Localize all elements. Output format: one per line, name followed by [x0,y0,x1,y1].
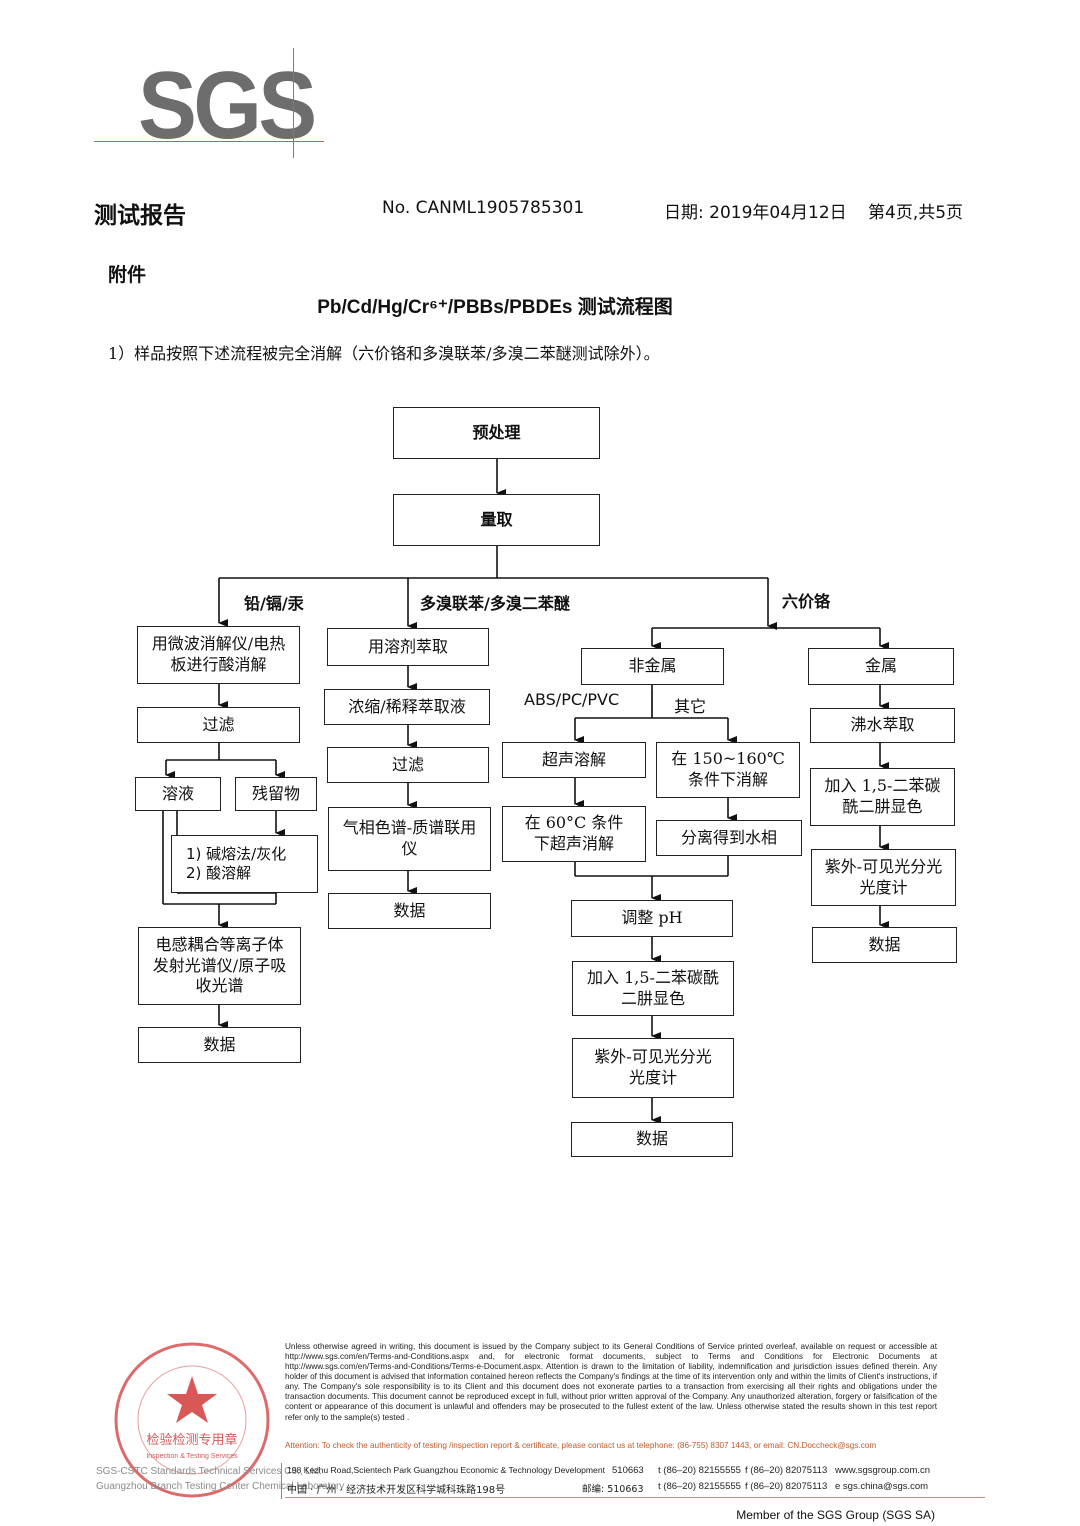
sgs-member-line: Member of the SGS Group (SGS SA) [736,1508,935,1522]
tel-cn: t (86–20) 82155555 [658,1481,741,1492]
solution-box: 溶液 [135,777,221,811]
ultrasonic-dissolve-box: 超声溶解 [502,742,646,778]
measure-box: 量取 [393,494,600,546]
footer-rule [285,1497,985,1498]
filter-box-middle: 过滤 [327,747,489,783]
adjust-ph-box: 调整 pH [571,900,733,937]
residue-method-box: 1) 碱熔法/灰化 2) 酸溶解 [171,835,318,893]
concentrate-box: 浓缩/稀释萃取液 [324,689,490,725]
address-en: 198 Kezhu Road,Scientech Park Guangzhou … [287,1465,607,1475]
data-box-middle: 数据 [328,893,491,929]
address-cn: 中国 · 广州 · 经济技术开发区科学城科珠路198号 [287,1485,506,1496]
boil-extract-box: 沸水萃取 [810,708,955,743]
report-date: 日期: 2019年04月12日 [664,203,847,223]
sgs-logo: SGS [138,52,317,159]
branch-label-pb-cd-hg: 铅/镉/汞 [244,594,304,613]
report-title: 测试报告 [94,203,186,229]
star-icon [167,1376,217,1423]
filter-box-left: 过滤 [137,707,300,743]
authenticity-notice: Attention: To check the authenticity of … [285,1441,877,1450]
residue-method-2: 2) 酸溶解 [186,864,252,882]
add-dpc-metal-box: 加入 1,5-二苯碳酰二肼显色 [810,768,955,826]
pretreatment-box: 预处理 [393,407,600,459]
data-box-metal: 数据 [812,927,957,963]
terms-fineprint: Unless otherwise agreed in writing, this… [285,1342,937,1422]
svg-text:检验检测专用章: 检验检测专用章 [146,1432,237,1448]
annex-label: 附件 [108,264,147,286]
page-indicator: 第4页,共5页 [868,203,964,223]
residue-box: 残留物 [235,777,317,811]
logo-rule-vertical [293,48,294,158]
website: www.sgsgroup.com.cn [835,1465,931,1476]
email: e sgs.china@sgs.com [835,1481,929,1492]
metal-box: 金属 [808,648,954,685]
data-box-left: 数据 [138,1027,301,1063]
ultrasonic-60-box: 在 60°C 条件下超声消解 [502,806,646,862]
company-seal: 检验检测专用章 Inspection & Testing Services [114,1342,270,1498]
sgs-cstc-name: SGS-CSTC Standards Technical Services Co… [96,1466,345,1492]
digest-150-box: 在 150~160℃条件下消解 [656,742,800,798]
postcode-en: 510663 [612,1465,644,1476]
postcode-cn: 邮编: 510663 [582,1484,644,1495]
intro-text: 1）样品按照下述流程被完全消解（六价铬和多溴联苯/多溴二苯醚测试除外）。 [108,344,660,363]
nonmetal-box: 非金属 [581,648,724,685]
branch-label-pbb-pbde: 多溴联苯/多溴二苯醚 [420,594,570,613]
tel-en: t (86–20) 82155555 [658,1465,741,1476]
residue-method-1: 1) 碱熔法/灰化 [186,844,287,863]
report-number: No. CANML1905785301 [382,198,585,218]
solvent-extract-box: 用溶剂萃取 [327,628,489,666]
add-dpc-box: 加入 1,5-二苯碳酰二肼显色 [572,961,734,1016]
logo-rule-horizontal [94,141,324,142]
acid-digest-box: 用微波消解仪/电热板进行酸消解 [137,626,300,684]
separate-aqueous-box: 分离得到水相 [656,820,802,856]
svg-text:Inspection & Testing Services: Inspection & Testing Services [146,1453,238,1460]
gcms-box: 气相色谱-质谱联用仪 [328,807,491,871]
footer-separator [281,1463,282,1499]
uv-vis-metal-box: 紫外-可见光分光光度计 [811,849,956,906]
abs-pc-pvc-label: ABS/PC/PVC [524,690,620,709]
uv-vis-box: 紫外-可见光分光光度计 [572,1038,734,1098]
branch-label-cr6: 六价铬 [782,592,831,611]
flowchart-title: Pb/Cd/Hg/Cr⁶⁺/PBBs/PBDEs 测试流程图 [317,297,673,318]
icp-box: 电感耦合等离子体发射光谱仪/原子吸收光谱 [138,927,301,1005]
fax-en: f (86–20) 82075113 [745,1465,828,1476]
other-label: 其它 [674,697,707,716]
data-box-right: 数据 [571,1122,733,1157]
fax-cn: f (86–20) 82075113 [745,1481,828,1492]
